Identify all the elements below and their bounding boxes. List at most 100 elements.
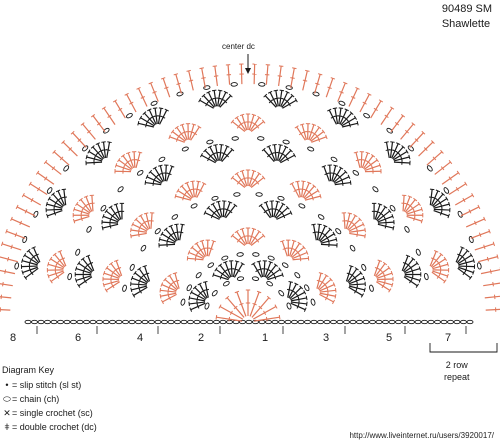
base-chain-stitch <box>200 319 207 325</box>
chain-stitch <box>304 284 310 292</box>
dc-stitch-tick <box>24 209 28 214</box>
dc-stitch-tick <box>430 257 436 261</box>
base-chain-stitch <box>317 319 324 325</box>
dc-stitch-top <box>261 119 266 124</box>
base-chain-stitch <box>401 319 409 325</box>
base-chain-stitch <box>336 319 344 325</box>
dc-stitch-top <box>213 144 218 146</box>
dc-stitch-top <box>158 164 163 167</box>
dc-stitch-top <box>301 180 306 183</box>
base-chain-stitch <box>174 319 181 325</box>
dc-stitch-top <box>324 273 329 278</box>
dc-stitch-top <box>390 106 395 110</box>
dc-stitch-tick <box>457 253 462 257</box>
chain-stitch <box>181 146 189 152</box>
dc-stitch-top <box>163 277 167 282</box>
dc-stitch-tick <box>109 223 112 229</box>
dc-stitch-top <box>174 223 179 226</box>
dc-stitch-top <box>90 145 95 149</box>
dc-stitch-tick <box>14 232 18 238</box>
chain-stitch <box>180 298 186 306</box>
dc-stitch-top <box>306 301 308 307</box>
dc-stitch-tick <box>228 316 231 322</box>
dc-stitch-top <box>266 144 271 148</box>
dc-stitch-top <box>448 201 451 207</box>
dc-stitch-top <box>384 141 389 144</box>
dc-stitch-tick <box>236 124 241 129</box>
dc-stitch-top <box>278 144 283 146</box>
dc-stitch-tick <box>138 289 142 294</box>
dc-stitch-top <box>131 222 134 227</box>
dc-stitch-top <box>228 93 233 98</box>
dc-stitch-top <box>353 115 357 120</box>
dc-stitch-top <box>52 252 57 257</box>
dc-stitch-top <box>49 256 53 261</box>
dc-stitch-top <box>49 279 53 284</box>
dc-stitch-tick <box>478 232 482 238</box>
chain-stitch <box>86 225 92 233</box>
base-chain-stitch <box>128 319 136 325</box>
dc-stitch-top <box>292 67 297 70</box>
dc-stitch-tick <box>68 147 73 151</box>
dc-stitch-tick <box>263 209 268 214</box>
dc-stitch-top <box>492 241 496 247</box>
base-chain-stitch <box>206 319 214 325</box>
dc-stitch-top <box>294 98 298 103</box>
dc-stitch-top <box>307 181 312 185</box>
dc-stitch-tick <box>205 102 209 107</box>
dc-stitch-top <box>199 67 204 70</box>
chain-stitch <box>14 262 20 270</box>
dc-stitch-top <box>446 273 449 279</box>
dc-stitch-top <box>78 197 83 202</box>
dc-stitch-top <box>257 229 262 234</box>
dc-stitch-top <box>148 81 153 85</box>
dc-stitch-top <box>390 270 394 276</box>
base-chain-stitch <box>375 319 383 325</box>
base-chain-stitch <box>135 319 142 325</box>
chart-stitches <box>0 54 500 353</box>
dc-stitch-top <box>207 145 213 149</box>
dc-stitch-top <box>477 204 481 210</box>
stitch-chart <box>0 54 500 353</box>
dc-stitch-tick <box>37 186 41 192</box>
dc-stitch-top <box>280 239 285 243</box>
dc-stitch-tick <box>483 244 486 250</box>
dc-stitch-top <box>391 282 394 288</box>
dc-stitch-top <box>85 254 91 258</box>
base-chain-stitch <box>31 319 38 325</box>
base-chain-stitch <box>63 319 71 325</box>
dc-stitch-top <box>5 229 8 234</box>
dc-stitch-top <box>289 210 293 215</box>
dc-stitch-top <box>431 140 435 145</box>
dc-stitch-top <box>327 108 332 112</box>
dc-stitch-top <box>344 108 349 112</box>
dc-stitch-tick <box>293 189 298 193</box>
dc-stitch-top <box>472 270 475 275</box>
dc-stitch-top <box>197 125 202 129</box>
base-chain-stitch <box>24 319 32 325</box>
dc-stitch-top <box>199 239 205 242</box>
base-chain-stitch <box>362 319 370 325</box>
dc-stitch-top <box>353 151 359 154</box>
chain-stitch <box>236 252 244 257</box>
dc-stitch-top <box>22 253 27 258</box>
dc-stitch-top <box>152 166 157 170</box>
dc-stitch-top <box>332 299 335 305</box>
dc-stitch-top <box>234 115 239 120</box>
dc-stitch-tick <box>492 281 494 287</box>
base-chain-stitch <box>323 319 331 325</box>
dc-stitch-top <box>390 141 395 143</box>
dc-stitch-top <box>268 260 273 264</box>
dc-stitch-tick <box>455 186 459 192</box>
dc-stitch-top <box>134 217 138 222</box>
dc-stitch-tick <box>282 247 288 250</box>
dc-stitch-tick <box>448 176 452 181</box>
chain-stitch <box>122 284 127 292</box>
dc-stitch-top <box>23 275 28 280</box>
dc-stitch-top <box>198 98 202 103</box>
base-chain-stitch <box>154 319 162 325</box>
dc-stitch-top <box>456 170 461 175</box>
chain-stitch <box>236 276 245 281</box>
dc-stitch-top <box>239 227 245 231</box>
dc-stitch-top <box>294 282 299 286</box>
